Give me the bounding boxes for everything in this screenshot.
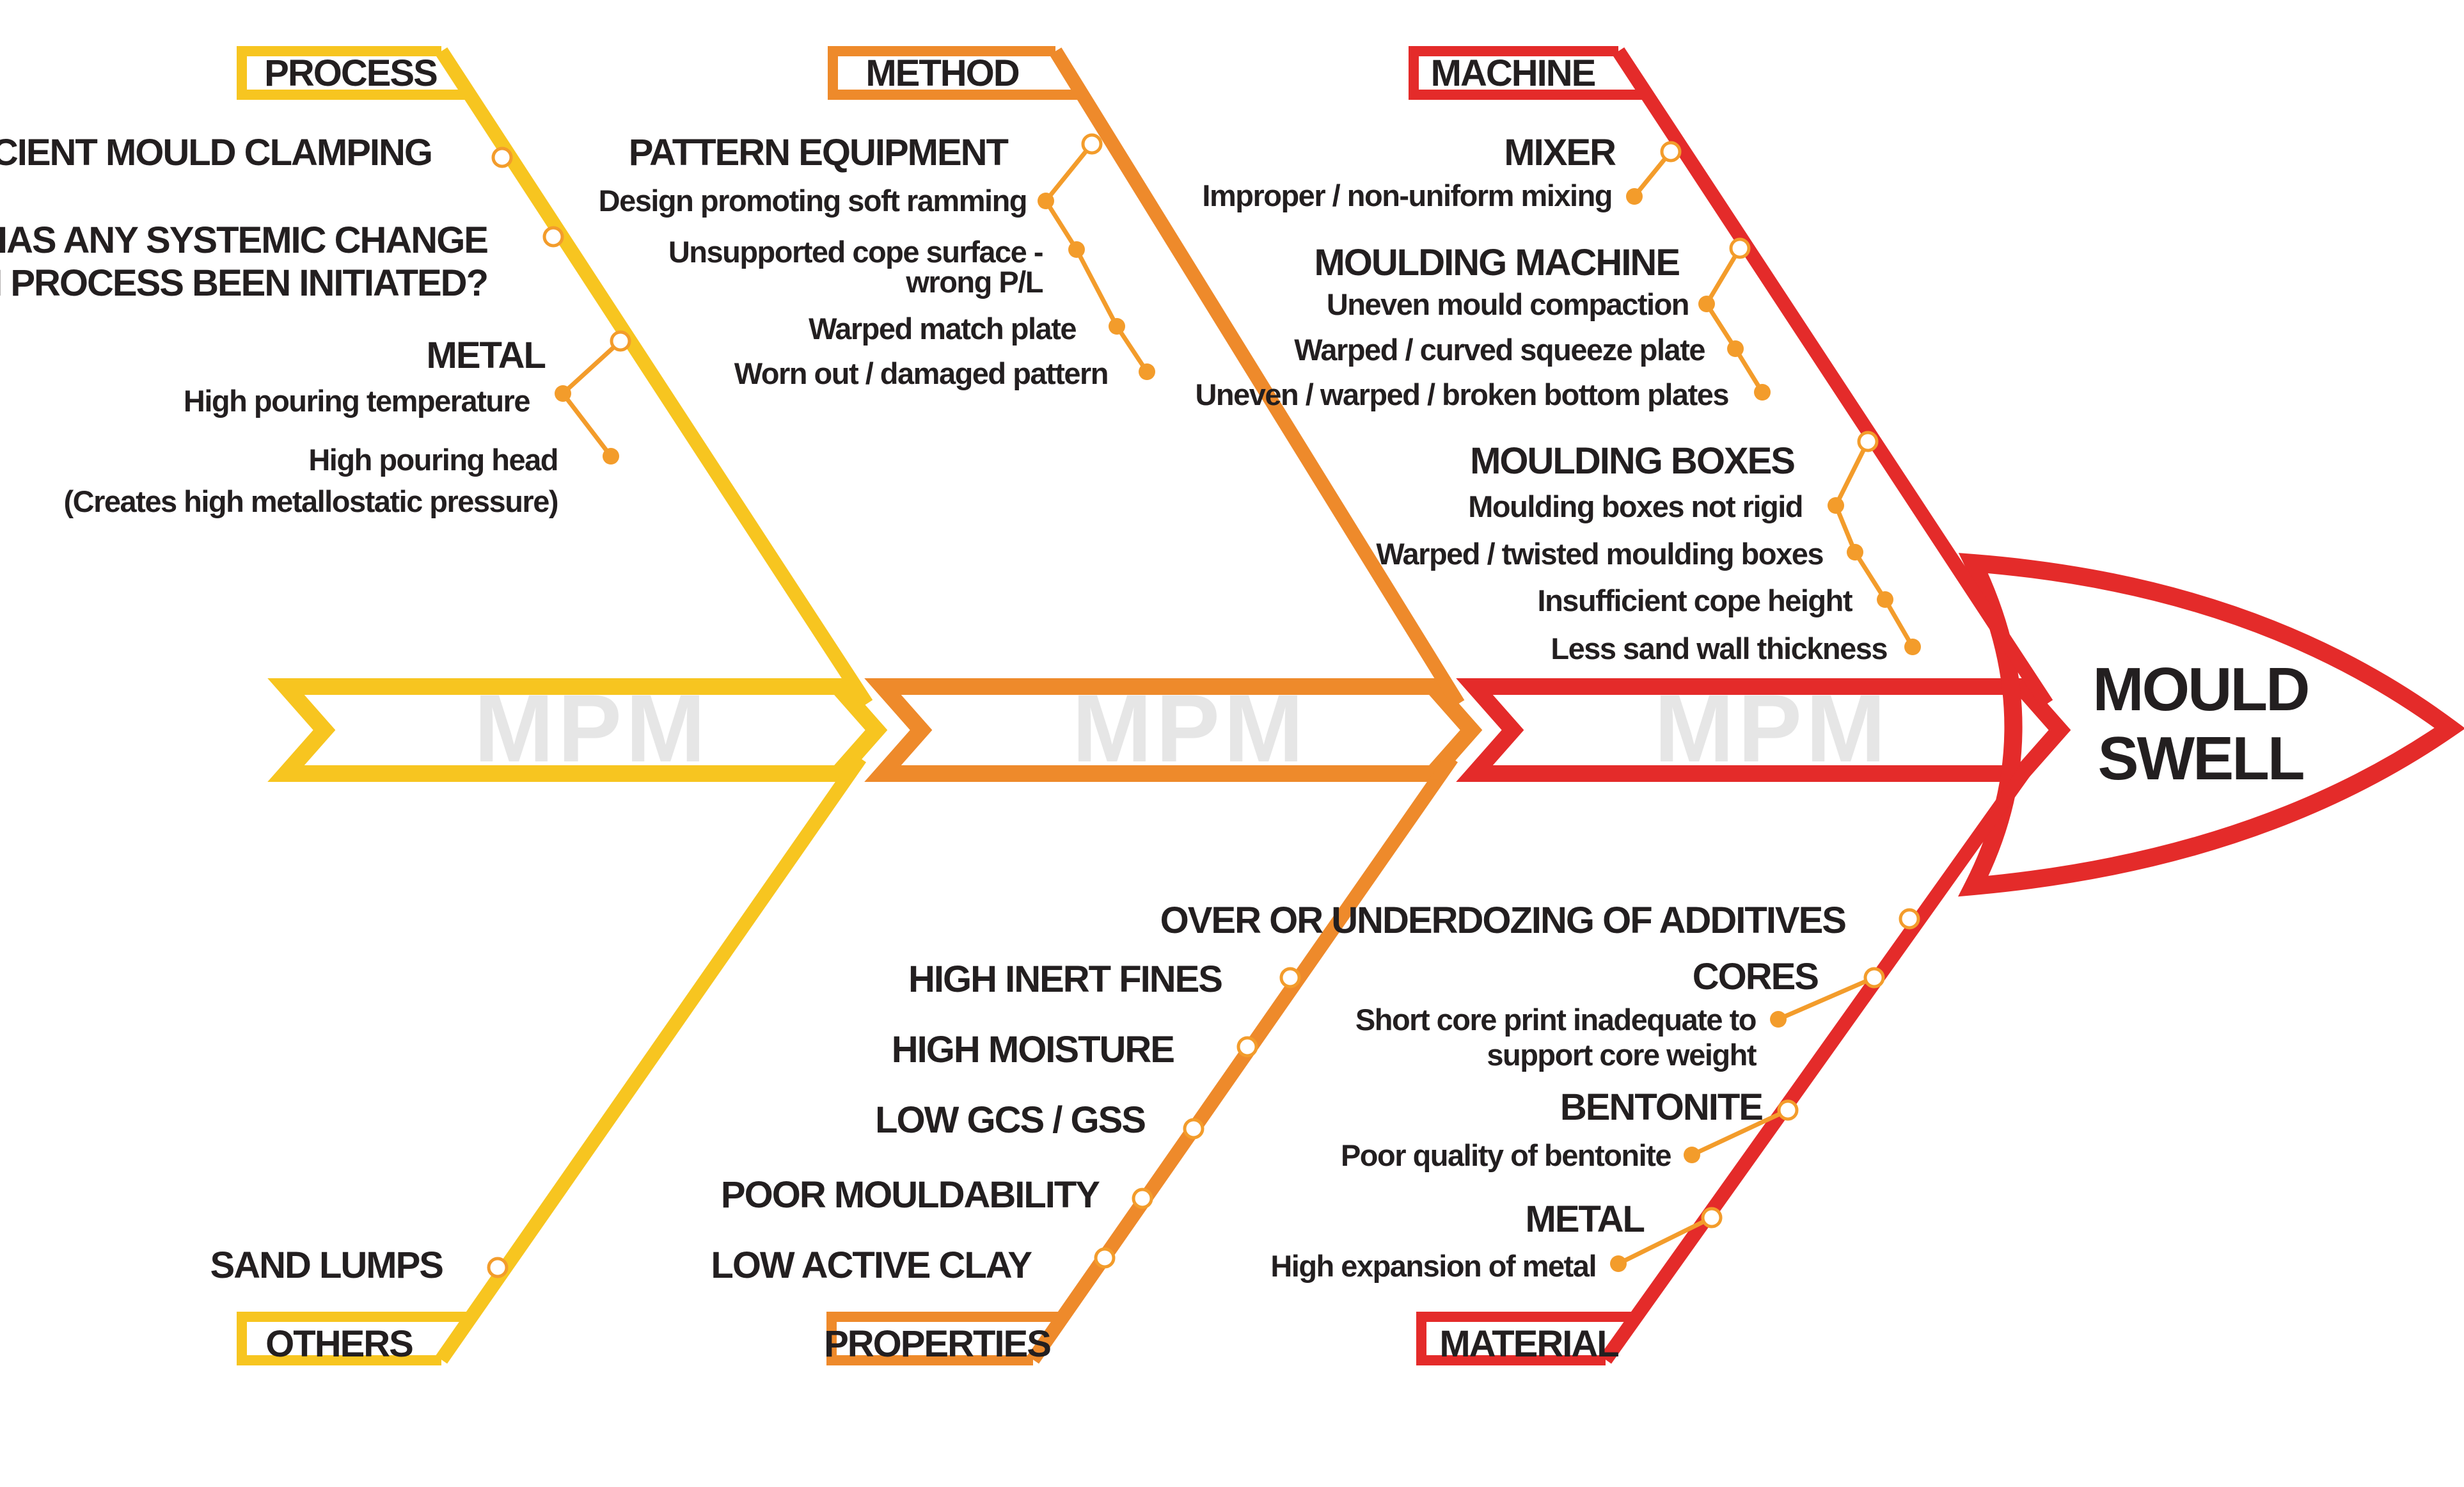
machine-mm-dot-3 [1754, 384, 1771, 401]
properties-node-5 [1094, 1247, 1116, 1269]
process-metal-sub-2b: (Creates high metallostatic pressure) [64, 484, 558, 518]
material-node-additives [1899, 908, 1920, 930]
machine-mb-dot-3 [1877, 591, 1893, 608]
category-properties: PROPERTIES [824, 1323, 1050, 1365]
properties-cause-2: HIGH MOISTURE [892, 1029, 1174, 1070]
category-process: PROCESS [264, 52, 437, 94]
machine-mb-sub-1: Moulding boxes not rigid [1468, 489, 1803, 523]
machine-node-mixer [1660, 141, 1682, 163]
machine-mm-sub-3: Uneven / warped / broken bottom plates [1195, 378, 1728, 411]
process-metal: METAL [427, 335, 546, 376]
method-sub-4: Worn out / damaged pattern [734, 356, 1108, 390]
machine-mm-dot-1 [1698, 296, 1715, 312]
box-machine [1409, 46, 1647, 100]
machine-mixer-dot [1626, 188, 1643, 205]
machine-mb-dot-2 [1847, 544, 1863, 561]
category-method: METHOD [865, 52, 1018, 94]
method-dot-3 [1109, 318, 1125, 335]
machine-mixer: MIXER [1504, 132, 1616, 173]
box-material [1416, 1312, 1634, 1365]
material-cores-dot [1770, 1011, 1787, 1028]
properties-node-4 [1132, 1188, 1153, 1209]
others-node-1 [487, 1257, 509, 1278]
spine-segment-yellow [267, 678, 888, 782]
bone-machine [1612, 47, 2053, 708]
fish-head [1958, 553, 2464, 897]
effect-line-1: MOULD [2093, 655, 2309, 724]
process-cause-1: INSUFFICIENT MOULD CLAMPING [0, 132, 432, 173]
box-process [237, 46, 470, 100]
material-node-metal [1701, 1207, 1723, 1229]
category-material: MATERIAL [1439, 1323, 1618, 1365]
material-cores-branch [1777, 975, 1876, 1022]
category-others: OTHERS [265, 1323, 413, 1365]
material-cores-sub-1a: Short core print inadequate to [1355, 1003, 1756, 1037]
machine-node-mb [1857, 431, 1879, 452]
method-sub-2a: Unsupported cope surface - [668, 235, 1043, 269]
properties-cause-4: POOR MOULDABILITY [721, 1174, 1100, 1216]
process-metal-dot-1 [555, 385, 571, 402]
box-others [237, 1312, 470, 1365]
material-bentonite-sub-1: Poor quality of bentonite [1341, 1138, 1671, 1172]
machine-mm-dot-2 [1727, 340, 1744, 357]
machine-mb-sub-2: Warped / twisted moulding boxes [1376, 537, 1823, 571]
method-dot-1 [1038, 193, 1054, 209]
box-method [828, 46, 1084, 100]
method-dot-2 [1068, 241, 1085, 258]
material-node-cores [1863, 967, 1885, 989]
properties-cause-5: LOW ACTIVE CLAY [711, 1244, 1032, 1286]
properties-node-3 [1183, 1118, 1204, 1140]
method-sub-1: Design promoting soft ramming [599, 184, 1027, 218]
method-pattern-equipment: PATTERN EQUIPMENT [629, 132, 1009, 173]
material-bentonite-branch [1691, 1108, 1789, 1157]
machine-mm-branch [1703, 247, 1764, 394]
process-metal-branch [560, 339, 622, 458]
box-properties [826, 1312, 1063, 1365]
material-bentonite: BENTONITE [1560, 1086, 1762, 1128]
process-node-2 [542, 226, 564, 248]
process-metal-sub-1: High pouring temperature [184, 384, 530, 418]
material-metal: METAL [1526, 1198, 1645, 1240]
material-additives: OVER OR UNDERDOZING OF ADDITIVES [1160, 900, 1846, 941]
machine-mb-dot-1 [1828, 497, 1844, 514]
properties-node-1 [1279, 967, 1301, 989]
process-node-1 [491, 147, 513, 168]
process-cause-2a: HAS ANY SYSTEMIC CHANGE [0, 219, 487, 261]
method-dot-4 [1139, 363, 1155, 380]
material-metal-dot [1610, 1255, 1627, 1272]
machine-mm-sub-2: Warped / curved squeeze plate [1294, 333, 1705, 367]
properties-node-2 [1236, 1036, 1258, 1058]
machine-moulding-boxes: MOULDING BOXES [1470, 440, 1794, 482]
process-node-metal [610, 330, 631, 352]
process-metal-sub-2a: High pouring head [308, 443, 558, 477]
method-sub-2b: wrong P/L [905, 265, 1043, 299]
machine-mb-sub-3: Insufficient cope height [1538, 584, 1853, 617]
material-node-bentonite [1777, 1099, 1799, 1121]
machine-moulding-machine: MOULDING MACHINE [1314, 242, 1679, 283]
material-cores: CORES [1693, 956, 1819, 998]
process-cause-2b: IN PROCESS BEEN INITIATED? [0, 262, 487, 304]
material-cores-sub-1b: support core weight [1487, 1038, 1757, 1072]
bone-method [1049, 47, 1465, 708]
machine-node-mm [1729, 237, 1751, 259]
properties-cause-3: LOW GCS / GSS [875, 1099, 1145, 1141]
material-metal-sub-1: High expansion of metal [1270, 1249, 1596, 1283]
material-metal-branch [1617, 1215, 1713, 1266]
material-bentonite-dot [1684, 1147, 1700, 1163]
method-node-pattern [1081, 133, 1103, 155]
machine-mm-sub-1: Uneven mould compaction [1327, 287, 1689, 321]
bone-others [435, 754, 867, 1364]
method-sub-3: Warped match plate [809, 312, 1076, 346]
category-machine: MACHINE [1431, 52, 1595, 94]
machine-mb-sub-4: Less sand wall thickness [1551, 632, 1887, 665]
bone-material [1600, 754, 2040, 1364]
effect-line-2: SWELL [2098, 724, 2303, 793]
machine-mixer-sub-1: Improper / non-uniform mixing [1202, 179, 1612, 212]
others-cause-1: SAND LUMPS [210, 1244, 443, 1286]
properties-cause-1: HIGH INERT FINES [908, 958, 1222, 1000]
machine-mb-dot-4 [1904, 639, 1921, 655]
process-metal-dot-2 [603, 448, 619, 465]
